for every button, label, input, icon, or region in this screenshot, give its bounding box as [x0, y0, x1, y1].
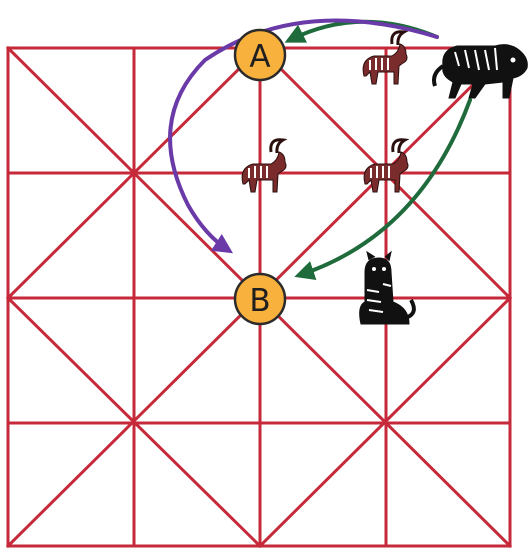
goat-icon	[362, 30, 409, 85]
node-a-circle	[233, 28, 287, 82]
tiger-icon	[359, 250, 416, 325]
node-b[interactable]: B	[233, 272, 287, 326]
tiger-piece[interactable]	[359, 250, 416, 325]
move-arrows	[168, 18, 472, 281]
tiger-icon	[432, 44, 528, 99]
move-arrow-tiger-to-b	[294, 98, 472, 281]
grid-diagonal-top-left	[5, 45, 263, 301]
goat-icon	[241, 138, 288, 193]
node-a-label: A	[249, 39, 270, 75]
node-b-label: B	[249, 283, 270, 319]
grid-diagonal-bottom-right	[257, 295, 513, 549]
goat-icon	[363, 138, 410, 193]
goat-piece[interactable]	[363, 138, 410, 193]
node-a[interactable]: A	[233, 28, 287, 82]
goat-piece[interactable]	[362, 30, 409, 85]
move-arrow-a-to-b	[168, 18, 439, 254]
grid-diagonal-bottom-left	[5, 295, 263, 549]
goat-piece[interactable]	[241, 138, 288, 193]
tiger-piece[interactable]	[432, 44, 528, 99]
board-grid	[5, 45, 513, 549]
node-b-circle	[233, 272, 287, 326]
